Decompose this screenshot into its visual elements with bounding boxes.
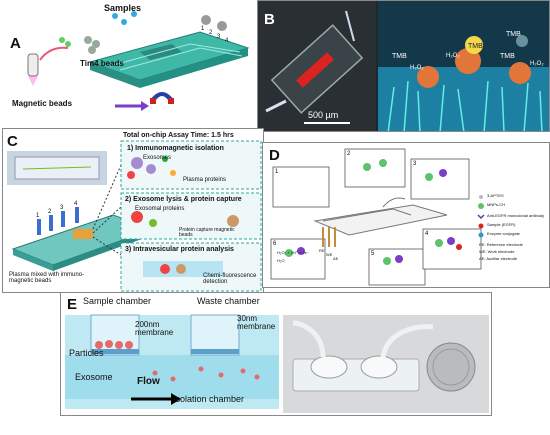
waste-chamber-label: Waste chamber bbox=[197, 296, 260, 306]
chip-number-1: 1 bbox=[36, 213, 40, 219]
panel-a-drawing bbox=[27, 11, 250, 111]
plasma-mixed-label: Plasma mixed with immuno-magnetic beads bbox=[9, 272, 85, 284]
legend-ae: AE: Auxiliar electrode bbox=[479, 256, 518, 261]
electrode-ae: AE bbox=[333, 256, 339, 261]
samples-label: Samples bbox=[104, 3, 142, 13]
tim4-label: Tim4 beads bbox=[80, 59, 124, 68]
tmb-label-1: TMB bbox=[506, 31, 521, 38]
panel-d-letter: D bbox=[269, 147, 280, 164]
plasma-proteins-label: Plasma proteins bbox=[183, 177, 227, 183]
h2o2-label-2: H₂O₂ bbox=[446, 53, 460, 59]
tmb-label-3: TMB bbox=[468, 43, 483, 50]
step3-label: 3) Intravesicular protein analysis bbox=[125, 246, 234, 253]
tmb-label-2: TMB bbox=[392, 53, 407, 60]
isolation-chamber-label: Isolation chamber bbox=[173, 394, 245, 404]
chip-number-4: 4 bbox=[74, 201, 78, 207]
tmb-label-4: TMB bbox=[500, 53, 515, 60]
panel-a-letter: A bbox=[10, 35, 21, 52]
panel-e-letter: E bbox=[67, 296, 78, 313]
electrode-re: RE bbox=[319, 248, 325, 253]
panel-b: B 500 µm TMB TMB TMB TMB H₂O₂ H₂O₂ H₂O₂ bbox=[257, 0, 550, 132]
step2-label: 2) Exosome lysis & protein capture bbox=[125, 196, 242, 203]
assay-time-label: Total on-chip Assay Time: 1.5 hrs bbox=[123, 132, 234, 139]
port-4: 4 bbox=[225, 38, 229, 44]
particles-label: Particles bbox=[69, 348, 104, 358]
exosome-label: Exosome bbox=[75, 372, 113, 382]
magnetic-beads-label: Magnetic beads bbox=[12, 99, 73, 108]
step-3-number: 3 bbox=[413, 161, 417, 167]
step-4-number: 4 bbox=[425, 231, 429, 237]
legend-aptes: 3-APTES bbox=[487, 193, 504, 198]
panel-a: A Samples Tim4 beads Magnetic beads 1 2 … bbox=[0, 0, 260, 128]
legend-enzyme: Enzyme conjugate bbox=[487, 231, 520, 236]
electrode-we: WE bbox=[326, 252, 333, 257]
legend-re: RE: Reference electrode bbox=[479, 242, 523, 247]
step-2-number: 2 bbox=[347, 151, 351, 157]
step-5-number: 5 bbox=[371, 251, 375, 257]
panel-b-drawing bbox=[258, 1, 549, 131]
legend-sample: Sample (EGFR) bbox=[487, 222, 516, 227]
panel-b-letter: B bbox=[264, 11, 275, 28]
port-2: 2 bbox=[209, 30, 213, 36]
step-1-number: 1 bbox=[275, 169, 279, 175]
panel-c: C Total on-chip Assay Time: 1.5 hrs 1) I… bbox=[2, 128, 264, 293]
port-1: 1 bbox=[201, 26, 205, 32]
panel-e: E Sample chamber Waste chamber 200nm mem… bbox=[60, 292, 492, 416]
flow-label: Flow bbox=[137, 376, 160, 387]
step-6-number: 6 bbox=[273, 241, 277, 247]
exosomes-label: Exosomes bbox=[143, 155, 172, 161]
panel-d-drawing bbox=[270, 148, 485, 286]
step1-label: 1) Immunomagnetic isolation bbox=[127, 145, 224, 152]
port-3: 3 bbox=[217, 34, 221, 40]
chemi-label: Chemi-fluorescence detection bbox=[203, 273, 257, 285]
legend-mnps: MNPs-CH bbox=[487, 202, 505, 207]
panel-d: D 1 2 3 4 5 6 3-APTES MNPs bbox=[262, 142, 550, 288]
capture-beads-label: Protein capture magnetic beads bbox=[179, 227, 235, 238]
panel-e-drawing bbox=[65, 314, 489, 413]
reaction-reactants: H₂O₂ + 2H⁺ + 2e⁻ bbox=[277, 250, 310, 255]
membrane-30-label: 30nm membrane bbox=[237, 314, 276, 331]
reaction-product: H₂O bbox=[277, 258, 285, 263]
panel-c-drawing bbox=[7, 140, 262, 292]
scale-bar-label: 500 µm bbox=[308, 110, 339, 120]
h2o2-label-1: H₂O₂ bbox=[410, 65, 424, 71]
chip-number-3: 3 bbox=[60, 205, 64, 211]
membrane-200-label: 200nm membrane bbox=[135, 320, 174, 337]
sample-chamber-label: Sample chamber bbox=[83, 296, 152, 306]
chip-number-2: 2 bbox=[48, 209, 52, 215]
h2o2-label-3: H₂O₂ bbox=[530, 61, 544, 67]
legend-we: WE: Work electrode bbox=[479, 249, 515, 254]
exosomal-proteins-label: Exosomal proteins bbox=[135, 206, 185, 212]
legend-antibody: Anti-EGFR monoclonal antibody bbox=[487, 213, 545, 218]
panel-c-letter: C bbox=[7, 133, 18, 150]
